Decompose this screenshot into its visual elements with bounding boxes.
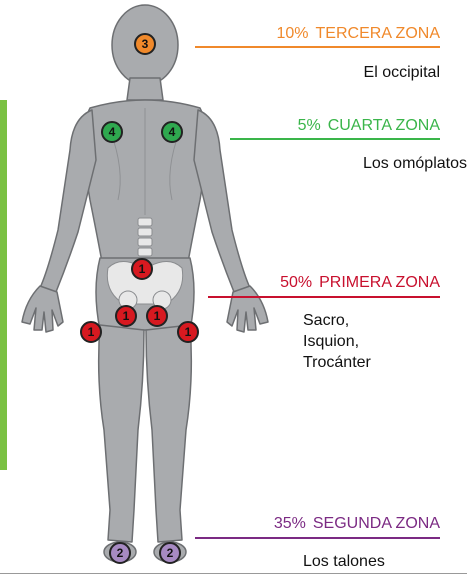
zone-name: PRIMERA ZONA: [319, 274, 440, 291]
zone-description-line: Sacro,: [303, 312, 350, 329]
zone-description-segunda: Los talones: [303, 551, 385, 572]
zone-marker-segunda-right-heel: 2: [159, 542, 181, 564]
zone-description-line: Los talones: [303, 553, 385, 570]
zone-line-cuarta: [230, 138, 440, 140]
body-right-arm: [193, 109, 251, 293]
green-accent-bar: [0, 100, 7, 470]
zone-description-line: Trocánter: [303, 354, 371, 371]
zone-name: TERCERA ZONA: [315, 25, 440, 42]
zone-marker-primera-right-trochanter: 1: [177, 321, 199, 343]
zone-marker-primera-sacrum: 1: [131, 258, 153, 280]
zone-heading-primera: 50% PRIMERA ZONA: [280, 274, 440, 292]
zone-name: CUARTA ZONA: [327, 117, 440, 134]
zone-marker-tercera-occipital: 3: [134, 33, 156, 55]
zone-marker-cuarta-right-scapula: 4: [161, 121, 183, 143]
zone-description-primera: Sacro, Isquion, Trocánter: [303, 310, 371, 373]
zone-heading-cuarta: 5% CUARTA ZONA: [298, 117, 440, 135]
zone-marker-primera-right-ischium: 1: [146, 305, 168, 327]
zone-name: SEGUNDA ZONA: [312, 515, 440, 532]
zone-percent: 35%: [273, 515, 306, 532]
body-left-leg: [97, 324, 145, 543]
body-right-leg: [145, 324, 193, 543]
zone-percent: 5%: [297, 117, 321, 134]
zone-line-segunda: [195, 537, 440, 539]
zone-percent: 50%: [280, 274, 313, 291]
zone-description-line: El occipital: [363, 64, 440, 81]
zone-description-tercera: El occipital: [364, 62, 440, 83]
zone-description-line: Isquion,: [303, 333, 360, 350]
zone-marker-segunda-left-heel: 2: [109, 542, 131, 564]
zone-heading-segunda: 35% SEGUNDA ZONA: [274, 515, 440, 533]
bottom-divider: [0, 573, 467, 574]
body-left-hand: [21, 285, 64, 333]
zone-line-primera: [208, 296, 440, 298]
zone-heading-tercera: 10% TERCERA ZONA: [277, 25, 441, 43]
zone-line-tercera: [195, 46, 440, 48]
zone-marker-primera-left-ischium: 1: [115, 305, 137, 327]
body-left-arm: [39, 109, 97, 293]
body-right-hand: [226, 285, 269, 333]
body-neck: [126, 77, 164, 101]
zone-description-cuarta: Los omóplatos: [363, 153, 467, 174]
zone-description-line: Los omóplatos: [362, 155, 467, 172]
skeleton-overlay: [106, 217, 184, 310]
zone-marker-primera-left-trochanter: 1: [80, 321, 102, 343]
zone-marker-cuarta-left-scapula: 4: [101, 121, 123, 143]
zone-percent: 10%: [276, 25, 309, 42]
